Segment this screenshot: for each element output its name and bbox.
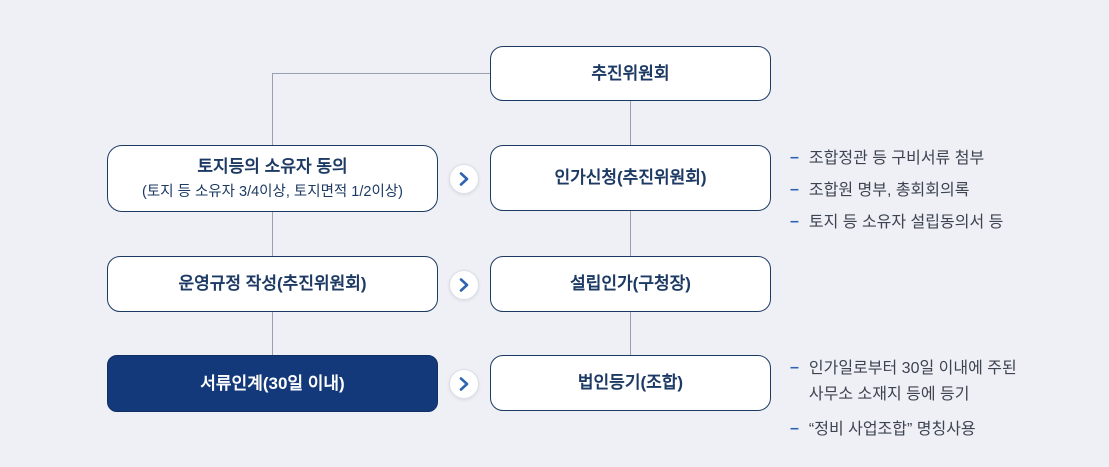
- chevron-right-icon: [449, 270, 479, 300]
- node-document-handover: 서류인계(30일 이내): [107, 355, 438, 412]
- dash-icon: –: [790, 149, 799, 166]
- node-title: 운영규정 작성(추진위원회): [178, 274, 367, 294]
- annotation-item: – 조합정관 등 구비서류 첨부: [790, 148, 1003, 169]
- connector-line: [272, 73, 273, 145]
- annotation-item: – 토지 등 소유자 설립동의서 등: [790, 212, 1003, 233]
- dash-icon: –: [790, 181, 799, 198]
- node-title: 서류인계(30일 이내): [200, 373, 345, 393]
- node-establishment-approval: 설립인가(구청장): [490, 256, 771, 312]
- annotation-text: 조합정관 등 구비서류 첨부: [808, 150, 985, 167]
- annotations-corporate-registration: – 인가일로부터 30일 이내에 주된 사무소 소재지 등에 등기 – “정비 …: [790, 356, 1047, 443]
- dash-icon: –: [790, 359, 799, 376]
- annotation-item: – “정비 사업조합” 명칭사용: [790, 417, 1047, 443]
- node-title: 인가신청(추진위원회): [554, 168, 707, 188]
- dash-icon: –: [790, 213, 799, 230]
- node-title: 추진위원회: [591, 63, 670, 83]
- connector-line: [630, 211, 631, 256]
- node-authorization-application: 인가신청(추진위원회): [490, 145, 771, 211]
- node-corporate-registration: 법인등기(조합): [490, 355, 771, 411]
- dash-icon: –: [790, 420, 799, 437]
- node-landowner-consent: 토지등의 소유자 동의 (토지 등 소유자 3/4이상, 토지면적 1/2이상): [107, 145, 438, 212]
- annotation-text: 인가일로부터 30일 이내에 주된 사무소 소재지 등에 등기: [808, 360, 1017, 403]
- annotation-text: 토지 등 소유자 설립동의서 등: [808, 214, 1004, 231]
- connector-line: [630, 312, 631, 355]
- connector-line: [272, 212, 273, 256]
- node-subtitle: (토지 등 소유자 3/4이상, 토지면적 1/2이상): [142, 184, 403, 201]
- annotations-authorization-application: – 조합정관 등 구비서류 첨부 – 조합원 명부, 총회회의록 – 토지 등 …: [790, 148, 1003, 233]
- node-title: 토지등의 소유자 동의: [197, 156, 348, 176]
- annotation-item: – 인가일로부터 30일 이내에 주된 사무소 소재지 등에 등기: [790, 356, 1047, 408]
- connector-line: [630, 101, 631, 145]
- connector-line: [272, 73, 490, 74]
- annotation-item: – 조합원 명부, 총회회의록: [790, 180, 1003, 201]
- connector-line: [272, 312, 273, 355]
- node-title: 법인등기(조합): [577, 373, 684, 393]
- chevron-right-icon: [449, 164, 479, 194]
- annotation-text: 조합원 명부, 총회회의록: [808, 182, 970, 199]
- node-title: 설립인가(구청장): [570, 274, 691, 294]
- chevron-right-icon: [449, 369, 479, 399]
- node-promotion-committee: 추진위원회: [490, 46, 771, 101]
- annotation-text: “정비 사업조합” 명칭사용: [808, 421, 976, 438]
- node-operating-rules: 운영규정 작성(추진위원회): [107, 256, 438, 312]
